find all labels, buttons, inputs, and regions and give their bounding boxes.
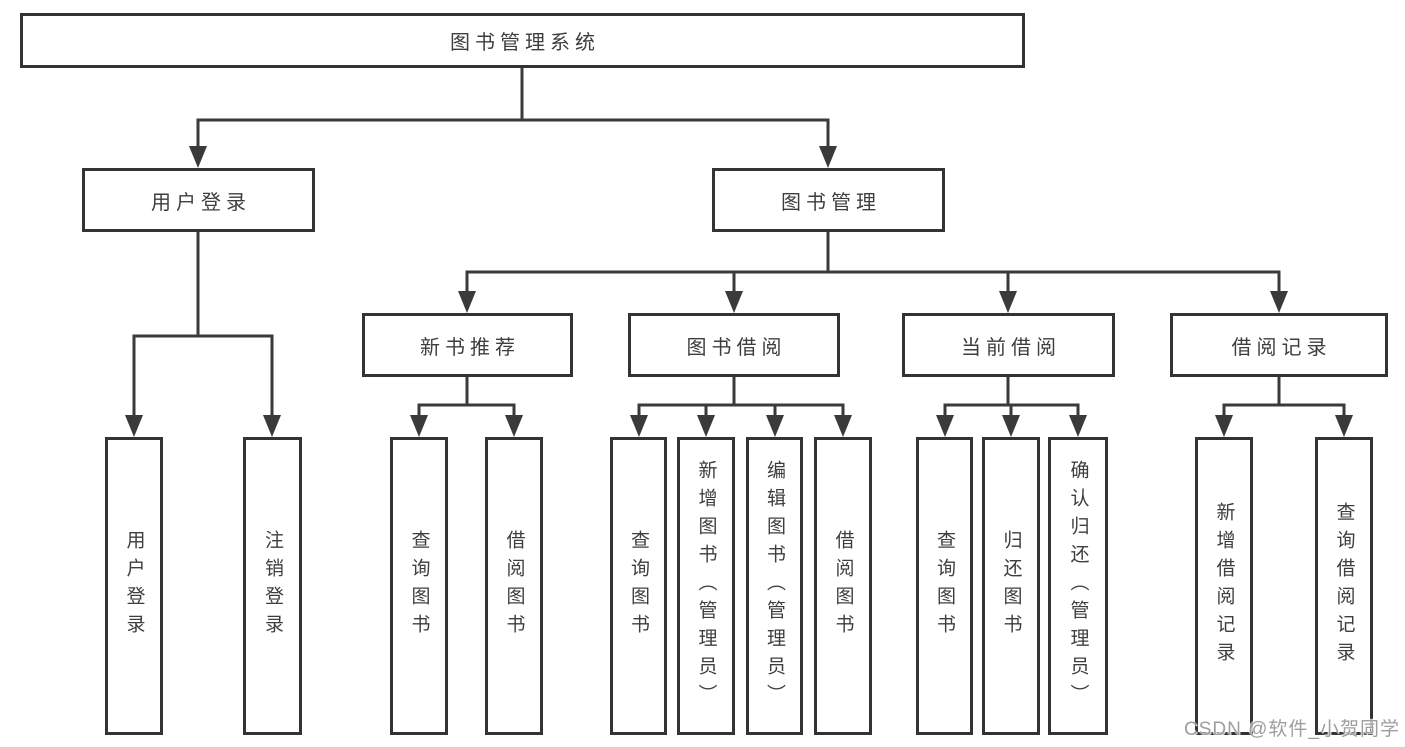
leaf-user-login: 用户登录 — [105, 437, 163, 735]
node-label: 新增图书（管理员） — [695, 460, 717, 712]
node-label: 借阅记录 — [1231, 336, 1332, 359]
node-label: 当前借阅 — [961, 336, 1061, 359]
node-label: 图书管理 — [781, 191, 881, 214]
node-label: 用户登录 — [123, 530, 145, 642]
node-label: 查询图书 — [628, 530, 649, 642]
leaf-borrow-books-recommend: 借阅图书 — [485, 437, 543, 735]
node-borrowing-records: 借阅记录 — [1170, 313, 1388, 377]
node-label: 新书推荐 — [420, 336, 520, 359]
leaf-add-borrow-record: 新增借阅记录 — [1195, 437, 1253, 735]
leaf-query-books-borrowing: 查询图书 — [610, 437, 667, 735]
leaf-add-books-admin: 新增图书（管理员） — [677, 437, 735, 735]
node-label: 查询借阅记录 — [1333, 502, 1355, 670]
node-new-book-recommendation: 新书推荐 — [362, 313, 573, 377]
leaf-query-books-current: 查询图书 — [916, 437, 973, 735]
node-label: 新增借阅记录 — [1213, 502, 1235, 670]
leaf-confirm-return-admin: 确认归还（管理员） — [1048, 437, 1108, 735]
leaf-logout: 注销登录 — [243, 437, 302, 735]
leaf-return-books: 归还图书 — [982, 437, 1040, 735]
node-book-borrowing: 图书借阅 — [628, 313, 840, 377]
node-label: 查询图书 — [408, 530, 430, 642]
node-label: 确认归还（管理员） — [1067, 460, 1089, 712]
node-label: 注销登录 — [262, 530, 283, 642]
node-label: 借阅图书 — [832, 530, 854, 642]
node-book-management: 图书管理 — [712, 168, 945, 232]
node-label: 查询图书 — [934, 530, 955, 642]
leaf-query-books-recommend: 查询图书 — [390, 437, 448, 735]
node-user-login: 用户登录 — [82, 168, 315, 232]
node-library-management-system: 图书管理系统 — [20, 13, 1025, 68]
node-label: 编辑图书（管理员） — [764, 460, 785, 712]
leaf-edit-books-admin: 编辑图书（管理员） — [746, 437, 803, 735]
node-label: 图书借阅 — [686, 336, 787, 359]
node-current-borrowing: 当前借阅 — [902, 313, 1115, 377]
node-label: 图书管理系统 — [450, 32, 600, 54]
leaf-query-borrow-record: 查询借阅记录 — [1315, 437, 1373, 735]
node-label: 借阅图书 — [503, 530, 525, 642]
node-label: 归还图书 — [1000, 530, 1022, 642]
leaf-borrow-books: 借阅图书 — [814, 437, 872, 735]
arrowheads — [125, 146, 1353, 437]
node-label: 用户登录 — [151, 191, 251, 214]
csdn-watermark: CSDN @软件_小贺同学 — [1184, 719, 1400, 740]
